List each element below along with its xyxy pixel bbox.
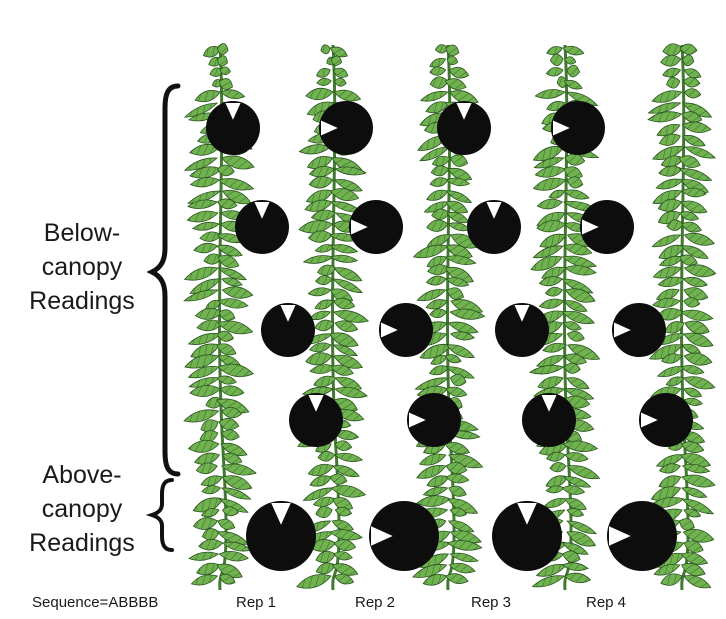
below-canopy-sensor xyxy=(437,101,491,155)
below-label-line1: Below- xyxy=(14,216,150,250)
below-canopy-sensor xyxy=(522,393,576,447)
leaf xyxy=(538,297,564,311)
leaf xyxy=(429,176,449,188)
leaf xyxy=(221,461,257,478)
below-canopy-sensor xyxy=(319,101,373,155)
leaf xyxy=(429,308,447,319)
rep-4-label: Rep 4 xyxy=(586,594,626,611)
rep-2-label: Rep 2 xyxy=(355,594,395,611)
leaf xyxy=(652,297,681,310)
below-canopy-sensor xyxy=(467,200,521,254)
above-canopy-label: Above- canopy Readings xyxy=(14,458,150,560)
below-canopy-sensor xyxy=(261,303,315,357)
below-canopy-sensor xyxy=(551,101,605,155)
leaf xyxy=(680,307,714,323)
leaf xyxy=(198,538,223,552)
below-label-line3: Readings xyxy=(14,284,150,318)
leaf xyxy=(444,76,468,92)
leaf xyxy=(660,54,682,68)
below-canopy-sensor xyxy=(495,303,549,357)
leaf xyxy=(188,550,218,562)
leaf xyxy=(658,164,683,178)
leaf xyxy=(188,438,220,454)
leaf xyxy=(426,275,447,287)
leaf xyxy=(320,44,332,55)
leaf xyxy=(444,43,461,58)
above-label-line2: canopy xyxy=(14,492,150,526)
below-canopy-sensor xyxy=(612,303,666,357)
leaf xyxy=(545,286,564,298)
above-canopy-sensor xyxy=(492,501,562,571)
leaf xyxy=(330,254,357,265)
leaf xyxy=(308,286,332,297)
sequence-label: Sequence=ABBBB xyxy=(32,594,158,611)
leaf xyxy=(562,561,589,572)
above-label-line3: Readings xyxy=(14,526,150,560)
leaf xyxy=(314,505,333,520)
below-canopy-sensor xyxy=(639,393,693,447)
leaf xyxy=(425,187,449,204)
above-canopy-sensor xyxy=(246,501,316,571)
leaf xyxy=(193,241,218,254)
leaf xyxy=(447,483,468,499)
leaf xyxy=(333,550,353,562)
below-canopy-label: Below- canopy Readings xyxy=(14,216,150,318)
leaf xyxy=(430,164,449,177)
below-canopy-bracket xyxy=(152,86,178,474)
leaf xyxy=(303,253,334,265)
leaf xyxy=(315,275,333,286)
leaf xyxy=(295,570,333,592)
below-canopy-sensor xyxy=(235,200,289,254)
below-canopy-sensor xyxy=(379,303,433,357)
leaf xyxy=(426,218,449,233)
leaf xyxy=(316,78,331,87)
leaf xyxy=(448,65,470,81)
leaf xyxy=(655,176,684,192)
leaf xyxy=(449,153,470,169)
leaf xyxy=(218,549,248,562)
below-canopy-sensor xyxy=(407,393,461,447)
leaf xyxy=(682,120,712,135)
leaf xyxy=(566,64,581,78)
rep-1-label: Rep 1 xyxy=(236,594,276,611)
leaf xyxy=(219,384,244,397)
below-canopy-sensor xyxy=(206,101,260,155)
leaf xyxy=(334,451,363,464)
rep-3-label: Rep 3 xyxy=(471,594,511,611)
leaf xyxy=(216,42,229,55)
above-canopy-sensor xyxy=(369,501,439,571)
leaf xyxy=(550,53,564,66)
leaf xyxy=(305,86,334,101)
leaf xyxy=(330,483,366,500)
brackets xyxy=(152,86,178,550)
leaf xyxy=(221,285,253,301)
below-canopy-sensor xyxy=(580,200,634,254)
below-label-line2: canopy xyxy=(14,250,150,284)
leaf xyxy=(218,297,249,311)
leaf xyxy=(220,88,245,101)
leaf xyxy=(429,66,446,77)
below-canopy-sensor xyxy=(349,200,403,254)
leaf xyxy=(566,329,585,343)
leaf xyxy=(545,66,564,78)
leaf xyxy=(194,87,222,105)
leaf xyxy=(665,76,681,90)
leaf xyxy=(446,473,470,485)
leaf xyxy=(684,87,702,99)
leaf xyxy=(537,197,564,210)
leaf xyxy=(535,88,566,101)
above-label-line1: Above- xyxy=(14,458,150,492)
above-canopy-sensor xyxy=(607,501,677,571)
leaf xyxy=(308,174,334,190)
below-canopy-sensor xyxy=(289,393,343,447)
leaf xyxy=(549,461,566,473)
leaf xyxy=(683,76,701,88)
above-canopy-bracket xyxy=(152,480,172,550)
leaf xyxy=(315,66,332,80)
